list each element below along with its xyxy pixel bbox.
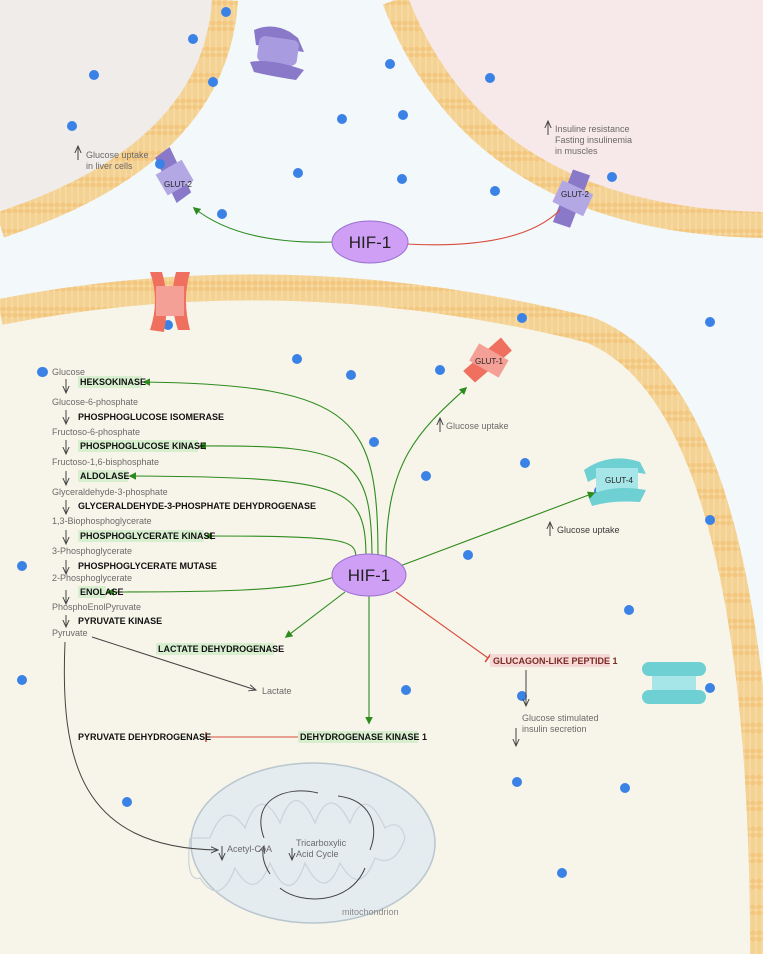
arrow-hif-to-glut2-left [192,207,335,243]
hif1-label-center: HIF-1 [348,566,391,585]
enzyme-highlights [78,376,418,743]
arrow-hif-to-lactate-dehydrogenase [284,591,346,638]
inhibit-hif-to-glp1 [395,591,492,663]
enzyme-pdk1: DEHYDROGENASE KINASE 1 [300,732,427,742]
arrow-hif-to-hexokinase [142,378,379,561]
enzyme-gapdh: GLYCERALDEHYDE-3-PHOSPHATE DEHYDROGENASE [78,501,316,511]
glut2-left-label: GLUT-2 [164,180,193,189]
glucose-dot [37,367,47,377]
hif1-node-top: HIF-1 [331,220,409,264]
glycolysis-step-arrows [66,121,550,860]
metabolite-pyruvate: Pyruvate [52,628,88,638]
mitochondrion [188,762,436,924]
tca-cycle-arrows [261,790,375,900]
muscle-membrane [382,0,763,238]
enzyme-phosphoglycerate-kinase: PHOSPHOGLYCERATE KINASE [80,531,216,541]
enzyme-pyruvate-dehydrogenase: PYRUVATE DEHYDROGENASE [78,732,211,742]
metabolite-glucose: Glucose [52,367,85,377]
liver-note-line2: in liver cells [86,161,133,171]
glut2-right-label: GLUT-2 [561,190,590,199]
muscle-note-line1: Insuline resistance [555,124,630,134]
glut2-transporter-top [250,26,304,80]
arrow-hif-to-glut1 [385,386,468,559]
enzyme-hexokinase: HEKSOKINASE [80,377,146,387]
liver-note-line1: Glucose uptake [86,150,149,160]
mitochondrion-label: mitochondrion [342,907,399,917]
glut1-transporter [463,337,512,383]
arrow-hif-to-enolase [106,575,337,596]
glucose-molecules [17,7,715,878]
metabolite-acetyl-coa: Acetyl-CoA [227,844,272,854]
metabolite-lactate: Lactate [262,686,292,696]
arrow-hif-to-glut4 [399,491,596,567]
enzyme-enolase: ENOLASE [80,587,124,597]
metabolite-g6p: Glucose-6-phosphate [52,397,138,407]
glut1-label: GLUT-1 [475,357,504,366]
insulin-note-line2: insulin secretion [522,724,587,734]
enzyme-pyruvate-kinase: PYRUVATE KINASE [78,616,162,626]
insulin-note-line1: Glucose stimulated [522,713,599,723]
enzyme-pgi: PHOSPHOGLUCOSE ISOMERASE [78,412,224,422]
enzyme-glp1: GLUCAGON-LIKE PEPTIDE 1 [493,656,618,666]
glut1-transporter-top [150,272,190,332]
metabolite-f16bp: Fructoso-1,6-bisphosphate [52,457,159,467]
glut4-transporter [584,458,646,506]
hif1-node-center: HIF-1 [331,553,407,597]
arrow-hif-to-aldolase [128,472,367,561]
arrow-pyruvate-to-lactate [91,636,256,690]
metabolite-bpg: 1,3-Biophosphoglycerate [52,516,152,526]
metabolite-2pg: 2-Phosphoglycerate [52,573,132,583]
muscle-note-line3: in muscles [555,146,598,156]
liver-cell [0,0,225,225]
glut1-uptake-note: Glucose uptake [446,421,509,431]
arrow-hif-to-phosphoglycerate-kinase [204,532,357,559]
glut2-transporter-left [155,147,194,204]
glut4-uptake-note: Glucose uptake [557,525,620,535]
metabolite-pep: PhosphoEnolPyruvate [52,602,141,612]
enzyme-phosphoglycerate-mutase: PHOSPHOGLYCERATE MUTASE [78,561,217,571]
main-membrane [0,274,763,954]
glut4-transporter-lower [642,662,706,704]
liver-membrane [0,0,238,238]
muscle-note-line2: Fasting insulinemia [555,135,632,145]
muscle-cell [395,0,763,225]
metabolite-3pg: 3-Phosphoglycerate [52,546,132,556]
inhibit-hif-to-glut2-right [405,209,561,246]
arrow-pyruvate-to-acetyl-coa [63,641,218,850]
metabolite-g3p: Glyceraldehyde-3-phosphate [52,487,168,497]
enzyme-aldolase: ALDOLASE [80,471,130,481]
enzyme-phosphoglucose-kinase: PHOSPHOGLUCOSE KINASE [80,441,206,451]
glut2-transporter-right [552,169,594,228]
tca-label-line2: Acid Cycle [296,849,339,859]
hif1-label-top: HIF-1 [349,233,392,252]
arrow-hif-to-phosphoglucose-kinase [198,442,373,561]
glp1-highlight [490,654,610,667]
metabolite-f6p: Fructoso-6-phosphate [52,427,140,437]
tca-label-line1: Tricarboxylic [296,838,347,848]
main-cell [0,287,763,954]
glut4-label: GLUT-4 [605,476,634,485]
enzyme-lactate-dehydrogenase: LACTATE DEHYDROGENASE [158,644,284,654]
